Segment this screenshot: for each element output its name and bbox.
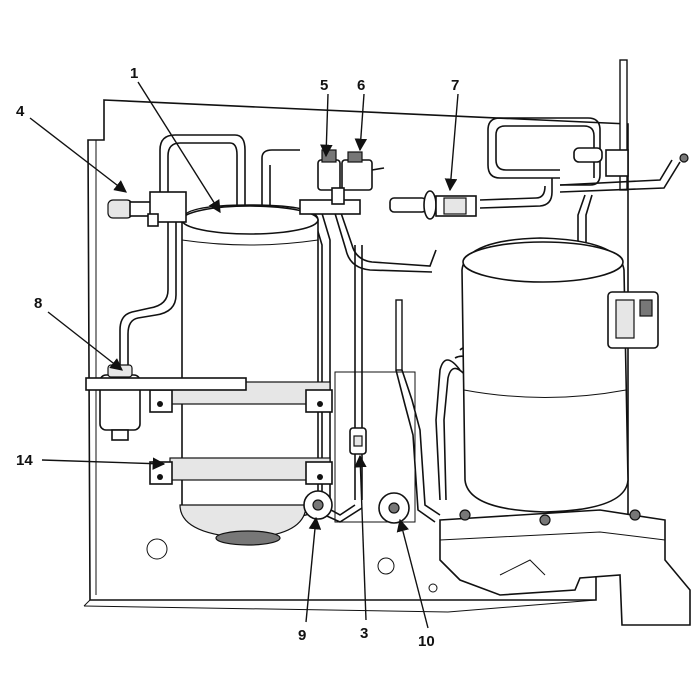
callout-8: 8 — [34, 295, 42, 312]
callout-1: 1 — [130, 65, 138, 82]
callout-7: 7 — [451, 77, 459, 94]
callout-4: 4 — [16, 103, 25, 120]
callout-6: 6 — [357, 77, 365, 94]
compressor — [439, 237, 691, 626]
expansion-valve — [389, 190, 477, 220]
pressure-switches — [303, 490, 410, 524]
callout-9: 9 — [298, 627, 306, 644]
filter-drier — [85, 364, 247, 441]
callout-10: 10 — [418, 633, 435, 650]
upper-right-fitting — [573, 147, 689, 177]
callout-labels: 1 4 5 6 7 8 14 9 3 10 — [16, 65, 459, 650]
callout-3: 3 — [360, 625, 368, 642]
leader-lines — [29, 81, 459, 629]
callout-14: 14 — [16, 452, 33, 469]
callout-5: 5 — [320, 77, 328, 94]
service-valve — [107, 191, 187, 227]
solenoid-valves — [299, 149, 385, 215]
inline-fitting — [349, 427, 367, 455]
receiver-tank — [149, 204, 333, 546]
